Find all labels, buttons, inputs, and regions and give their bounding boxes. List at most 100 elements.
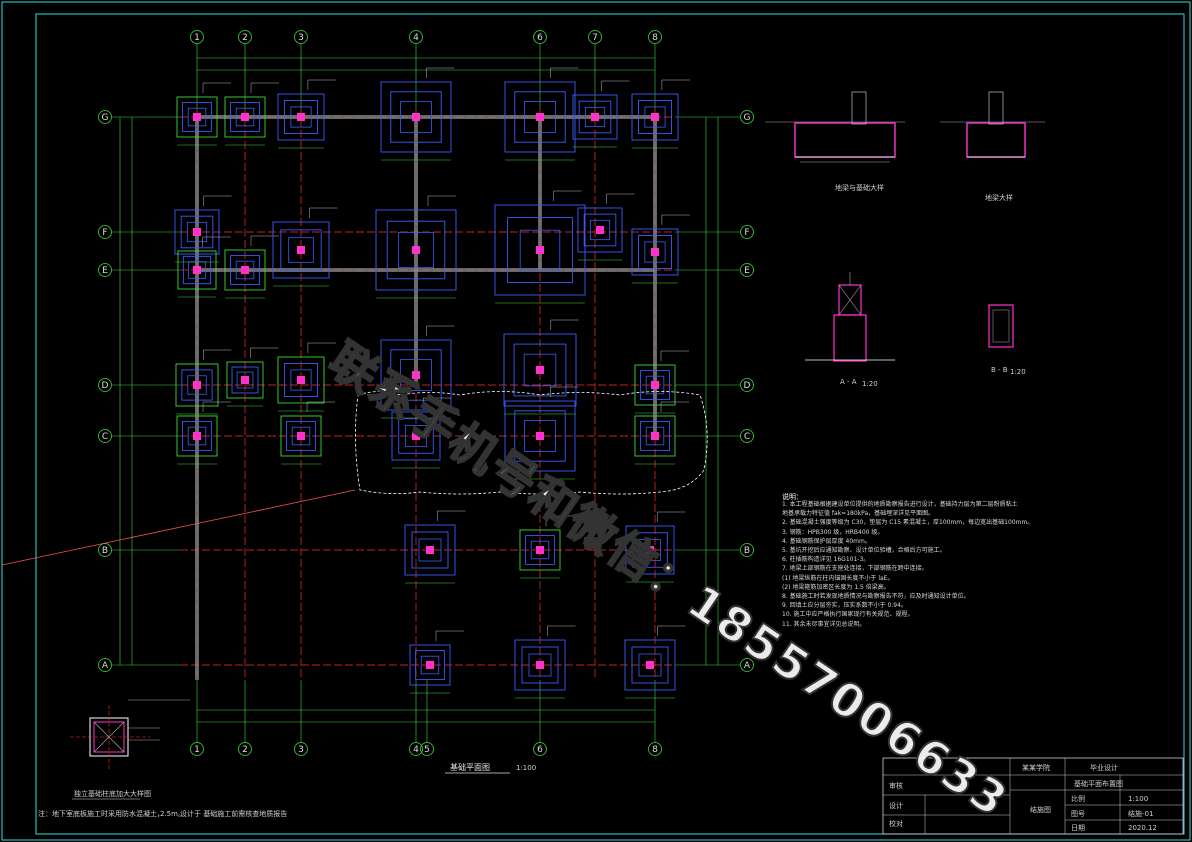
- tb-school: 某某学院: [1022, 763, 1050, 772]
- footnote-value: 2.5m。: [160, 810, 185, 818]
- axis-label-right: A: [744, 661, 751, 671]
- note-line: 1. 本工程基础根据建设单位提供的地质勘察报告进行设计，基础持力层为第二层粉质粘…: [782, 501, 1018, 508]
- footing-step-inner: [187, 426, 207, 446]
- axis-bubble: [740, 263, 754, 277]
- footing-outline: [224, 96, 266, 138]
- column: [426, 661, 434, 669]
- axis-label-left: D: [102, 381, 109, 391]
- footing-step-inner: [523, 353, 557, 387]
- axis-label-right: F: [744, 228, 749, 238]
- footing-outline: [375, 209, 457, 291]
- column: [297, 432, 305, 440]
- axis-label-right: G: [744, 113, 751, 123]
- footing-outline: [174, 209, 220, 255]
- footing-step-inner: [186, 221, 208, 243]
- footnote-right: 设计于 基础施工前需核查地质报告: [180, 809, 287, 818]
- axis-label-left: A: [102, 661, 109, 671]
- footing-step-inner: [187, 107, 207, 127]
- column: [646, 661, 654, 669]
- footing-layer: [174, 67, 690, 699]
- footing-step-inner: [519, 229, 561, 271]
- axis-label-right: D: [744, 381, 751, 391]
- beam-layer: [195, 115, 657, 680]
- column: [412, 432, 420, 440]
- footing-step: [640, 370, 670, 400]
- axis-bubble: [533, 742, 547, 756]
- footing-step: [181, 369, 213, 401]
- note-line: (1) 地梁纵筋在柱内锚固长度不小于 laE。: [782, 574, 894, 582]
- footing-outline: [504, 81, 576, 153]
- axis-bubble: [98, 429, 112, 443]
- footnote-left: 注：地下室底板施工时采用防水混凝土，: [38, 809, 164, 818]
- section-a-scale: 1:20: [862, 380, 878, 388]
- column: [536, 432, 544, 440]
- column: [651, 113, 659, 121]
- footing-outline: [624, 639, 676, 691]
- axis-label-top: 1: [194, 33, 200, 43]
- column: [297, 113, 305, 121]
- axis-bubble: [648, 30, 662, 44]
- footing-outline: [634, 415, 676, 457]
- revision-cloud: [355, 391, 708, 495]
- column: [651, 248, 659, 256]
- axis-bubble: [740, 110, 754, 124]
- axis-label-bottom: 6: [537, 745, 543, 755]
- footing-step-inner: [187, 375, 207, 395]
- footing-step: [521, 646, 559, 684]
- axis-bubble: [190, 742, 204, 756]
- axis-label-top: 7: [592, 33, 598, 43]
- tb-approve-label: 审核: [889, 781, 903, 790]
- detail-title: 独立基础柱底加大大样图: [74, 789, 151, 798]
- footing-outline: [226, 361, 264, 399]
- footing-step: [637, 234, 673, 270]
- tb-drawing-name: 基础平面布置图: [1074, 779, 1123, 788]
- axis-label-bottom: 3: [298, 745, 304, 755]
- footing-outline: [577, 207, 623, 253]
- tb-date-value: 2020.12: [1128, 824, 1157, 832]
- section-detail-1: [765, 91, 905, 163]
- plan-title: 基础平面图: [450, 762, 490, 772]
- design-notes: 1. 本工程基础根据建设单位提供的地质勘察报告进行设计，基础持力层为第二层粉质粘…: [782, 500, 1033, 629]
- column: [412, 113, 420, 121]
- footing-step: [182, 255, 212, 285]
- footing-outline: [280, 415, 322, 457]
- note-line: 3. 钢筋：HPB300 级，HRB400 级。: [782, 528, 884, 536]
- column: [241, 113, 249, 121]
- footing-step: [513, 343, 567, 397]
- axis-label-top: 8: [652, 33, 658, 43]
- footing-step-inner: [420, 655, 440, 675]
- footing-step: [390, 349, 442, 401]
- footing-outline: [277, 356, 325, 404]
- footing-outline: [514, 639, 566, 691]
- footing-step: [578, 100, 612, 134]
- column-detail: [70, 699, 190, 770]
- footing-step-inner: [400, 101, 432, 133]
- axis-label-bottom: 4: [413, 745, 419, 755]
- footing-outline: [277, 93, 325, 141]
- footing-outline: [404, 524, 456, 576]
- footing-step: [398, 418, 434, 454]
- column: [591, 113, 599, 121]
- column: [651, 432, 659, 440]
- axis-bubble: [588, 30, 602, 44]
- axis-label-left: E: [102, 266, 108, 276]
- footing-step-inner: [405, 425, 427, 447]
- footing-step-inner: [400, 359, 432, 391]
- axis-label-left: B: [102, 546, 108, 556]
- footing-step-inner: [584, 106, 606, 128]
- column: [536, 661, 544, 669]
- footing-outline: [176, 415, 218, 457]
- column: [193, 113, 201, 121]
- tb-sheet-value: 结施-01: [1128, 809, 1153, 818]
- footing-step-inner: [644, 106, 666, 128]
- tb-scale-label: 比例: [1071, 794, 1085, 803]
- axis-label-top: 3: [298, 33, 304, 43]
- title-block: [882, 757, 1184, 835]
- axis-bubble: [740, 429, 754, 443]
- axis-label-bottom: 8: [652, 745, 658, 755]
- column: [536, 546, 544, 554]
- footing-step: [286, 421, 316, 451]
- section-b-scale: 1:20: [1010, 368, 1026, 376]
- footing-step-inner: [397, 231, 434, 268]
